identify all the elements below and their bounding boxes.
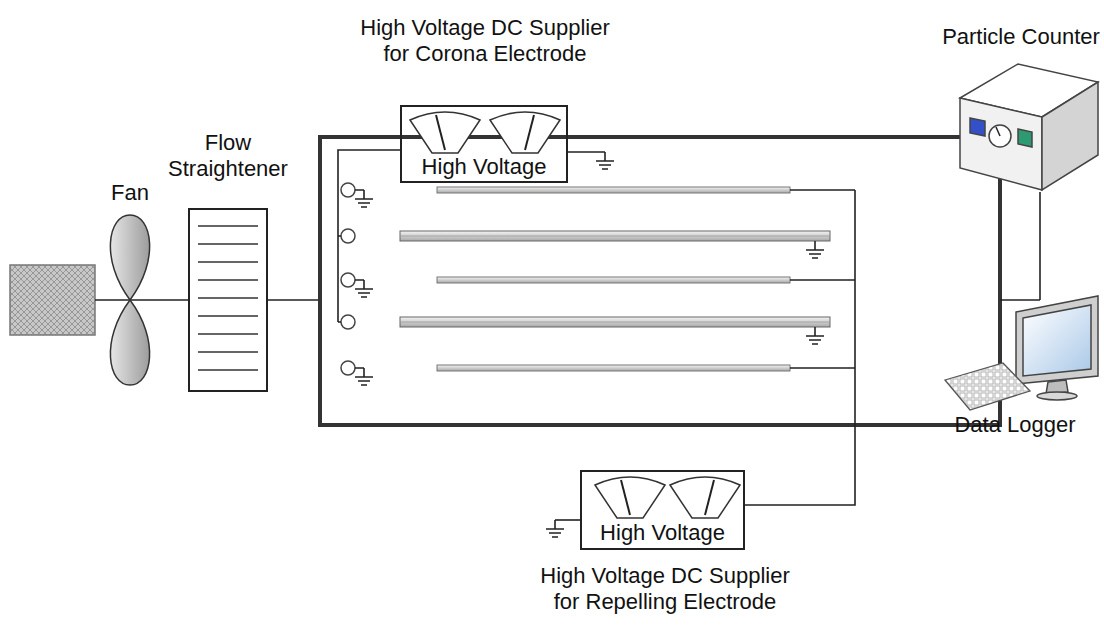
- hv-supply-repelling: High VoltageHigh Voltage DC Supplier for…: [530, 465, 800, 630]
- corona-wire-lead: [338, 150, 400, 322]
- device-outline: [188, 208, 268, 392]
- ground-wire: [568, 151, 605, 153]
- straightener-vanes: [198, 226, 258, 370]
- repelling-plate: [437, 187, 790, 371]
- keyboard: [945, 363, 1030, 410]
- data-logger: Data Logger: [930, 300, 1100, 440]
- ground-symbol: [806, 241, 824, 258]
- duct-line: [95, 299, 155, 301]
- ground-symbol: [596, 152, 614, 169]
- fan-label-node: Fan: [105, 180, 155, 390]
- part-label: Fan: [85, 180, 175, 206]
- fan-blade: [110, 300, 149, 385]
- part-label: High Voltage DC Supplier for Repelling E…: [530, 563, 800, 615]
- collecting-plate: [400, 231, 830, 327]
- filter: [10, 265, 95, 335]
- repelling-wire: [745, 190, 855, 505]
- particle-counter: Particle Counter: [940, 22, 1102, 192]
- connector-line: [155, 299, 188, 301]
- device-label: High Voltage: [580, 520, 745, 546]
- ground-wire: [355, 190, 364, 368]
- part-label: Data Logger: [930, 412, 1100, 438]
- ground-symbol: [355, 190, 373, 207]
- part-label: Flow Straightener: [163, 130, 293, 182]
- part-label: High Voltage DC Supplier for Corona Elec…: [350, 15, 620, 67]
- connector-line: [1039, 192, 1041, 300]
- ground-symbol: [806, 327, 824, 344]
- ground-wire: [555, 519, 580, 521]
- part-label: Particle Counter: [940, 24, 1102, 50]
- sample-line: [1000, 299, 1040, 301]
- device-label: High Voltage: [400, 154, 568, 180]
- ground-symbol: [546, 520, 564, 537]
- flow-straightener: Flow Straightener: [188, 130, 268, 392]
- corona-wire: [341, 183, 355, 375]
- hv-supply-corona: High Voltage DC Supplier for Corona Elec…: [350, 15, 620, 185]
- fan-blade: [110, 215, 149, 300]
- monitor: [1016, 296, 1098, 400]
- particle-counter: [960, 64, 1098, 190]
- ground-symbol: [355, 280, 373, 297]
- chamber: [320, 137, 1000, 425]
- duct-line: [268, 299, 320, 301]
- ground-symbol: [355, 368, 373, 385]
